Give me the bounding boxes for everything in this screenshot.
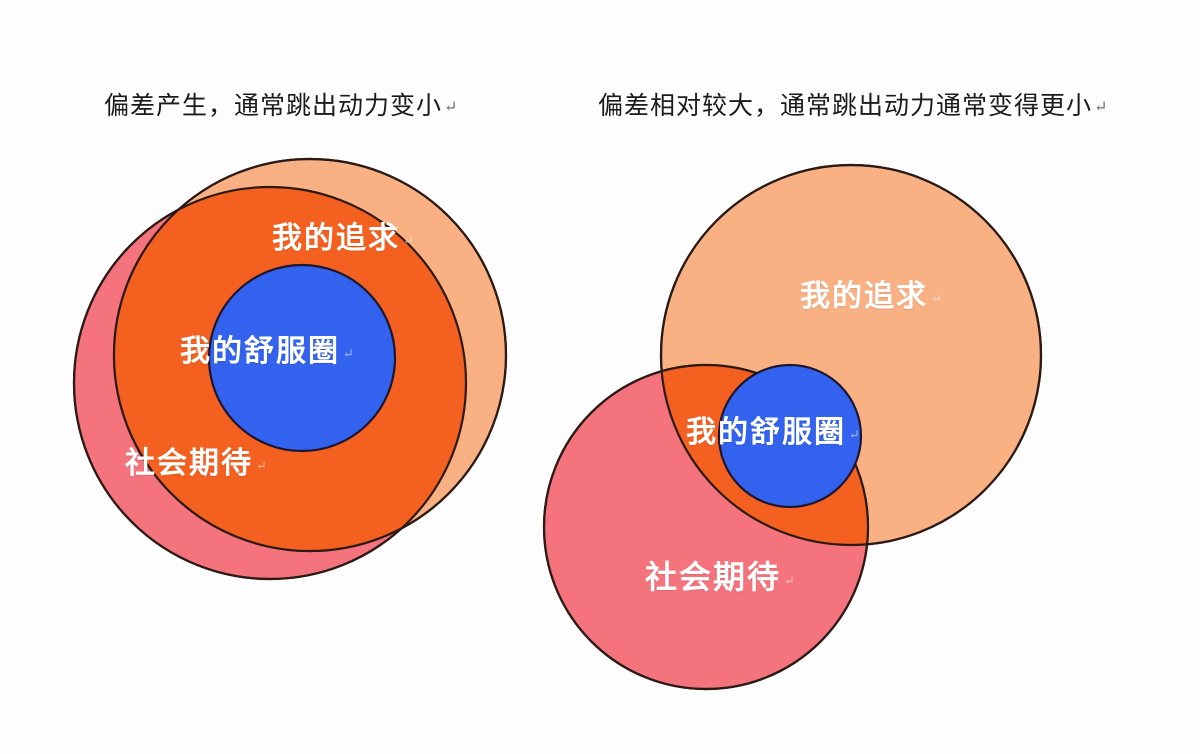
paragraph-mark-icon: ↵ — [1094, 99, 1109, 116]
right-circle-pursuit-outline — [659, 163, 1043, 547]
right-circle-social-outline — [542, 363, 870, 691]
caption-left-diagram: 偏差产生，通常跳出动力变小↵ — [104, 94, 458, 119]
caption-left-text: 偏差产生，通常跳出动力变小 — [104, 93, 443, 120]
left-circle-pursuit-outline — [112, 157, 508, 553]
paragraph-mark-icon: ↵ — [444, 99, 459, 116]
caption-right-text: 偏差相对较大，通常跳出动力通常变得更小 — [598, 93, 1093, 120]
right-circle-my-comfort-zone[interactable] — [717, 363, 863, 509]
left-circle-social-outline — [72, 185, 468, 581]
caption-right-diagram: 偏差相对较大，通常跳出动力通常变得更小↵ — [598, 94, 1108, 119]
left-diagram-group — [72, 157, 508, 581]
left-circle-my-comfort-zone[interactable] — [207, 263, 397, 453]
right-diagram-group — [542, 163, 1043, 691]
